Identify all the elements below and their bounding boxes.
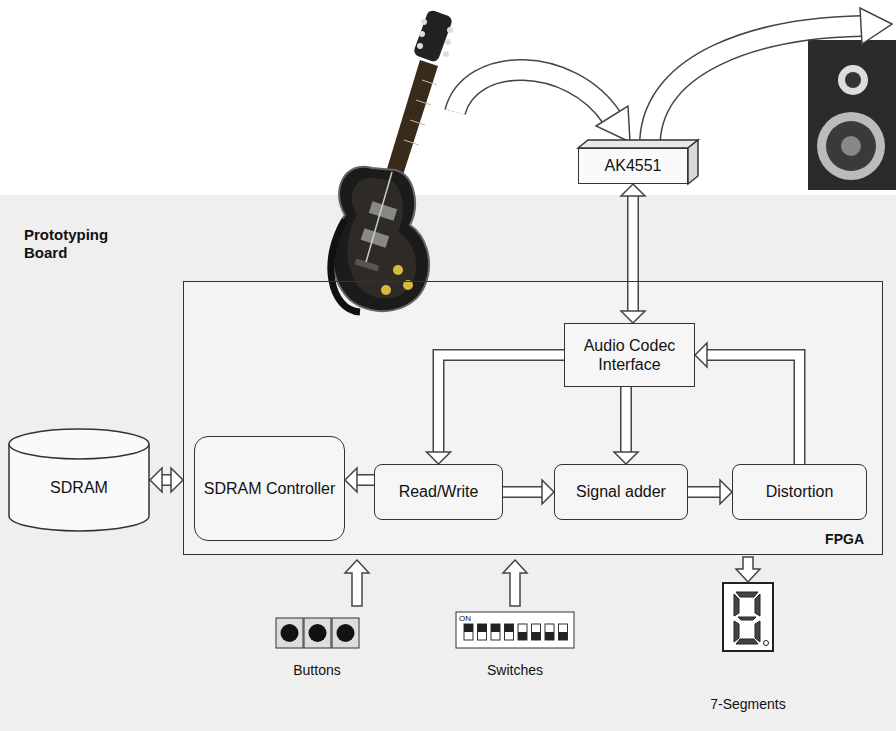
process-box: Read/Write xyxy=(374,464,503,520)
node-text: AK4551 xyxy=(599,156,668,175)
chip-3d-faces xyxy=(578,140,698,184)
connector-arrow xyxy=(150,468,183,492)
connector-arrow xyxy=(345,468,374,492)
seven-segment-icon xyxy=(723,583,773,651)
fpga-ground xyxy=(183,281,883,555)
node-text: FPGA xyxy=(819,531,870,548)
connector-arrow xyxy=(621,184,645,323)
io-arrow xyxy=(345,557,760,606)
connector-arrow xyxy=(688,480,732,504)
connector-arrow xyxy=(427,355,565,464)
board-title: Prototyping Board xyxy=(24,226,144,262)
dip-switch-icon xyxy=(456,612,574,648)
codec-chip-box: AK4551 xyxy=(578,148,688,184)
node-text: Audio Codec Interface xyxy=(565,336,694,374)
process-box: Audio Codec Interface xyxy=(564,323,695,387)
node-text: SDRAM xyxy=(44,478,114,497)
sound-flow-arrow xyxy=(455,8,892,142)
board-ground xyxy=(0,195,896,731)
component-label: Buttons xyxy=(267,662,367,679)
button-icons xyxy=(276,618,359,648)
connector-arrow xyxy=(503,480,554,504)
process-box: SDRAM Controller xyxy=(194,436,345,541)
process-box: Signal adder xyxy=(554,464,688,520)
speaker-illustration xyxy=(808,40,896,190)
component-label: Switches xyxy=(465,662,565,679)
switch-marking: ON xyxy=(459,614,479,624)
connector-arrow xyxy=(695,343,800,464)
node-text: Distortion xyxy=(760,482,840,501)
node-text: Read/Write xyxy=(393,482,485,501)
component-label: 7-Segments xyxy=(693,696,803,713)
fpga-block: FPGA Audio Codec InterfaceSDRAM Controlle… xyxy=(183,281,883,555)
process-box: Distortion xyxy=(732,464,867,520)
node-text: Signal adder xyxy=(570,482,672,501)
connector-arrow xyxy=(614,387,638,464)
memory-cylinder: SDRAM xyxy=(8,428,150,532)
guitar-illustration xyxy=(331,9,454,312)
node-text: SDRAM Controller xyxy=(198,479,342,498)
